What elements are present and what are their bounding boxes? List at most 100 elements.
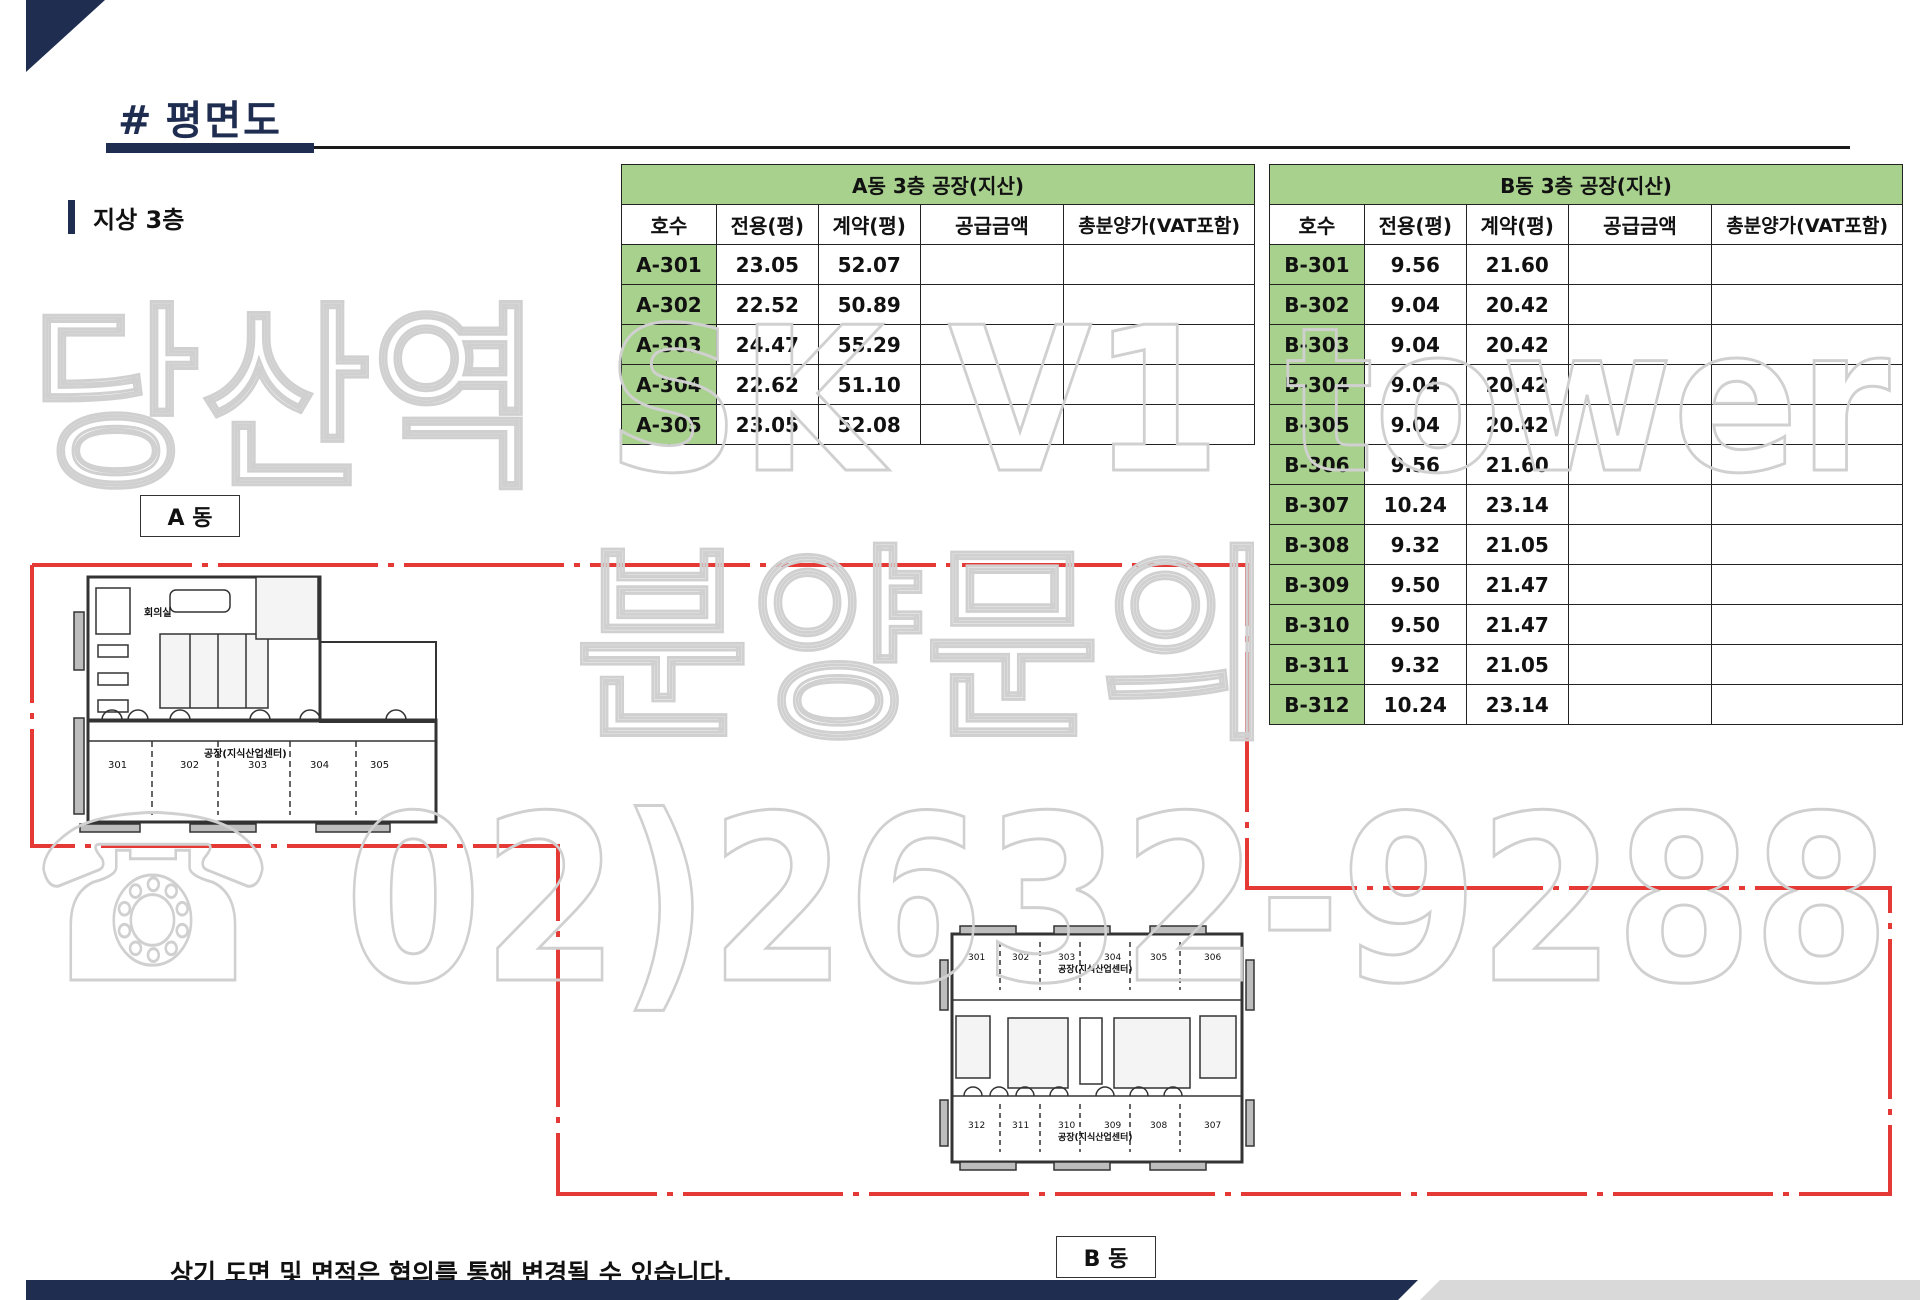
table-b-cell: 9.50	[1363, 564, 1467, 605]
table-b-cell: 21.47	[1465, 604, 1569, 645]
table-a-cell	[1063, 284, 1255, 325]
table-b-cell	[1711, 324, 1903, 365]
table-b-cell	[1567, 564, 1713, 605]
table-b-unit-number: B-310	[1269, 604, 1365, 645]
table-b-cell: 9.32	[1363, 524, 1467, 565]
table-b-cell	[1711, 524, 1903, 565]
table-a-cell	[1063, 404, 1255, 445]
unit-table-b: B동 3층 공장(지산) 호수 전용(평) 계약(평) 공급금액 총분양가(VA…	[1269, 164, 1903, 725]
table-b-cell: 9.04	[1363, 364, 1467, 405]
building-a-unit: 304	[310, 760, 329, 771]
table-a-cell: 23.05	[715, 404, 819, 445]
table-a-cell: 24.47	[715, 324, 819, 365]
table-a-cell	[919, 404, 1065, 445]
building-b-label: B 동	[1056, 1236, 1156, 1278]
table-b-cell: 23.14	[1465, 684, 1569, 725]
building-b-unit-bottom: 309	[1104, 1121, 1121, 1131]
building-b-text: 301 302 303 304 305 306 공장(지식산업센터) 312 3…	[968, 953, 1221, 1143]
table-b-header: 계약(평)	[1465, 204, 1569, 245]
table-b-cell: 10.24	[1363, 484, 1467, 525]
building-a-unit: 305	[370, 760, 389, 771]
table-a-header: 총분양가(VAT포함)	[1063, 204, 1255, 245]
building-b-unit-bottom: 312	[968, 1121, 985, 1131]
table-b-header: 호수	[1269, 204, 1365, 245]
table-a-caption: A동 3층 공장(지산)	[621, 164, 1255, 205]
floor-label-bar	[68, 200, 75, 234]
table-b-cell: 9.32	[1363, 644, 1467, 685]
building-b-unit-top: 304	[1104, 953, 1121, 963]
table-a-cell: 52.07	[817, 244, 921, 285]
table-b-cell	[1711, 564, 1903, 605]
meeting-room-label: 회의실	[144, 606, 172, 619]
table-a-unit-number: A-305	[621, 404, 717, 445]
corner-decoration	[26, 0, 105, 72]
table-a-cell: 50.89	[817, 284, 921, 325]
building-b-unit-bottom: 311	[1012, 1121, 1029, 1131]
building-a-factory-label: 공장(지식산업센터)	[204, 747, 287, 760]
table-b-unit-number: B-306	[1269, 444, 1365, 485]
building-b-unit-top: 302	[1012, 953, 1029, 963]
building-a-plan	[73, 575, 438, 833]
table-a-cell: 55.29	[817, 324, 921, 365]
building-a-unit: 301	[108, 760, 127, 771]
table-b-cell	[1567, 324, 1713, 365]
title-hash: #	[118, 98, 154, 144]
table-a-cell: 51.10	[817, 364, 921, 405]
table-b-cell	[1567, 684, 1713, 725]
table-b-cell	[1711, 604, 1903, 645]
table-b-cell: 9.04	[1363, 404, 1467, 445]
table-a-header: 공급금액	[919, 204, 1065, 245]
table-b-cell: 21.47	[1465, 564, 1569, 605]
building-b-plan	[939, 925, 1255, 1171]
table-b-cell	[1567, 524, 1713, 565]
site-boundary	[30, 563, 1892, 1196]
table-b-unit-number: B-308	[1269, 524, 1365, 565]
table-b-header: 전용(평)	[1363, 204, 1467, 245]
table-a-cell	[1063, 364, 1255, 405]
table-b-unit-number: B-312	[1269, 684, 1365, 725]
floor-label: 지상 3층	[68, 200, 184, 234]
table-b-cell	[1711, 244, 1903, 285]
table-b-cell	[1711, 644, 1903, 685]
building-b-unit-top: 305	[1150, 953, 1167, 963]
building-a-unit: 303	[248, 760, 267, 771]
table-b-cell: 20.42	[1465, 404, 1569, 445]
table-a-cell: 52.08	[817, 404, 921, 445]
floor-label-text: 지상 3층	[93, 205, 185, 234]
building-a-unit: 302	[180, 760, 199, 771]
table-b-cell: 9.50	[1363, 604, 1467, 645]
table-b-unit-number: B-302	[1269, 284, 1365, 325]
table-b-cell: 9.56	[1363, 444, 1467, 485]
table-b-cell: 21.05	[1465, 644, 1569, 685]
table-b-cell	[1567, 364, 1713, 405]
table-b-cell: 20.42	[1465, 284, 1569, 325]
table-b-unit-number: B-303	[1269, 324, 1365, 365]
table-a-unit-number: A-301	[621, 244, 717, 285]
table-b-unit-number: B-311	[1269, 644, 1365, 685]
table-a-header: 계약(평)	[817, 204, 921, 245]
table-a-unit-number: A-303	[621, 324, 717, 365]
building-b-unit-bottom: 310	[1058, 1121, 1075, 1131]
table-b-unit-number: B-309	[1269, 564, 1365, 605]
table-b-cell: 20.42	[1465, 364, 1569, 405]
title-text: 평면도	[165, 98, 282, 144]
unit-table-a: A동 3층 공장(지산) 호수 전용(평) 계약(평) 공급금액 총분양가(VA…	[621, 164, 1255, 445]
table-b-cell: 21.60	[1465, 444, 1569, 485]
building-b-factory-label: 공장(지식산업센터)	[1058, 963, 1132, 975]
building-b-unit-bottom: 307	[1204, 1121, 1221, 1131]
table-a-unit-number: A-304	[621, 364, 717, 405]
table-a-cell: 23.05	[715, 244, 819, 285]
table-b-caption: B동 3층 공장(지산)	[1269, 164, 1903, 205]
page-title: #평면도	[118, 88, 282, 146]
